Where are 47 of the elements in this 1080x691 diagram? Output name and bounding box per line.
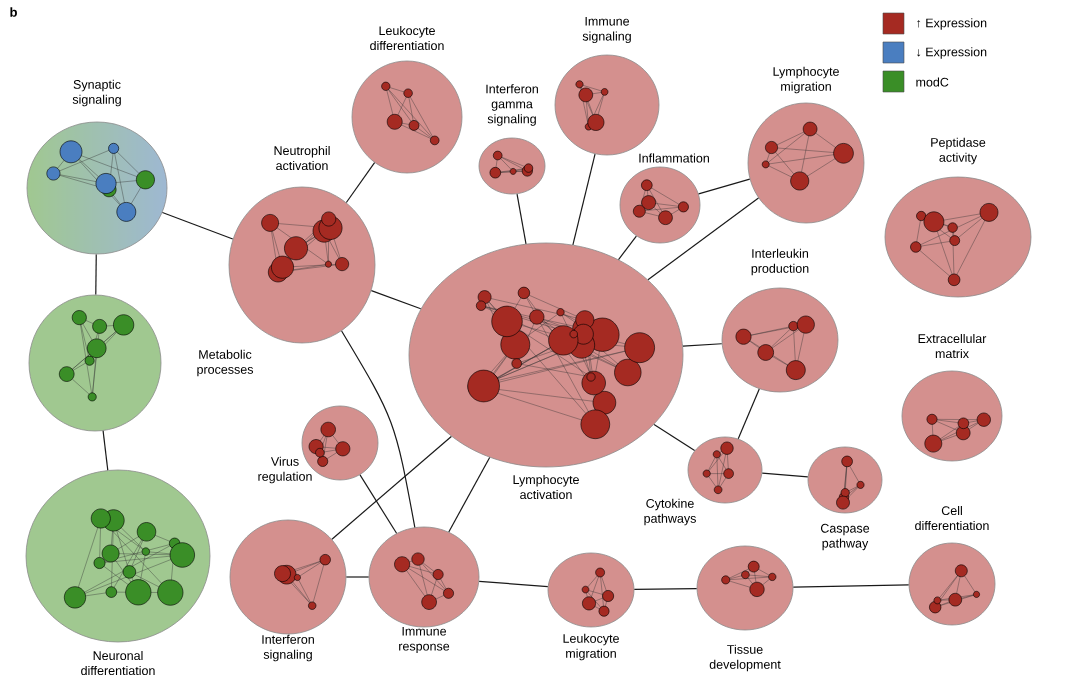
connector-line — [345, 162, 376, 204]
cluster-label: Interferon signaling — [262, 634, 314, 662]
legend-label: modC — [916, 77, 949, 87]
cluster-label: Neuronal differentiation — [81, 650, 155, 676]
connector-line — [161, 211, 234, 240]
cluster-label: Metabolic processes — [197, 349, 254, 377]
connector-line — [478, 580, 549, 588]
cluster-label: Extracellular matrix — [918, 333, 987, 359]
connector-line — [370, 290, 422, 310]
connector-line — [792, 584, 910, 588]
cluster-label: Immune response — [399, 626, 450, 654]
cluster-label: Interferon gamma signaling — [486, 84, 538, 126]
cluster-label: Neutrophil activation — [274, 145, 330, 171]
legend-label: ↑ Expression — [917, 18, 987, 30]
cluster-label: Leukocyte differentiation — [370, 25, 444, 51]
cluster-label: Immune signaling — [582, 16, 631, 44]
cluster-label: Synaptic signaling — [72, 79, 121, 107]
connector-line — [572, 153, 596, 246]
panel-letter: b — [10, 7, 17, 17]
connector-line — [761, 472, 809, 478]
connector-line — [647, 197, 760, 281]
connector-line — [359, 474, 398, 534]
connector-line — [653, 423, 696, 452]
connector-line — [737, 388, 760, 440]
cluster-label: Virus regulation — [258, 456, 312, 484]
connector-line — [516, 193, 527, 245]
connector-line — [95, 253, 97, 296]
cluster-label: Cytokine pathways — [644, 498, 696, 526]
cluster-label: Inflammation — [639, 153, 709, 163]
cluster-label: Interleukin production — [751, 248, 809, 276]
connector-line — [682, 343, 723, 347]
legend-label: ↓ Expression — [917, 47, 987, 59]
cluster-label: Leukocyte migration — [563, 633, 619, 661]
connector-line — [102, 430, 109, 471]
cluster-label: Lymphocyte migration — [773, 66, 839, 94]
connector-line — [331, 435, 452, 540]
cluster-label: Caspase pathway — [820, 523, 870, 551]
connector-line — [345, 576, 370, 578]
connector-line — [633, 588, 698, 591]
cluster-label: Lymphocyte activation — [513, 474, 579, 500]
connector-line — [448, 456, 491, 533]
connector-line — [698, 178, 751, 195]
connector-line — [341, 330, 416, 528]
connector-line — [617, 235, 637, 261]
cluster-label: Tissue development — [709, 644, 781, 672]
cluster-label: Peptidase activity — [931, 137, 986, 165]
cluster-label: Cell differentiation — [915, 505, 989, 531]
